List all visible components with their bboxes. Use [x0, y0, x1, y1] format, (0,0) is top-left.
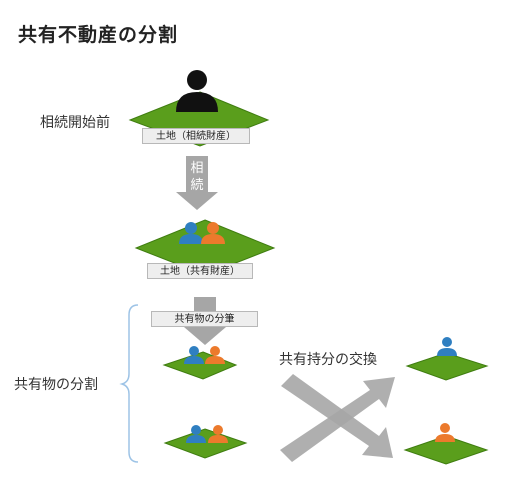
label-before-inheritance: 相続開始前: [40, 115, 110, 131]
person-blue-icon: [184, 346, 204, 364]
inheritance-arrow-char-1: 相: [190, 161, 204, 176]
bracket: [119, 304, 139, 463]
label-exchange: 共有持分の交換: [279, 352, 377, 368]
page-title: 共有不動産の分割: [18, 24, 179, 46]
exchange-arrows: [280, 374, 395, 462]
land-label-inherited: 土地（相続財産）: [142, 128, 250, 144]
land-parcel-blue-owner: [405, 352, 489, 381]
land-parcel-divided-1: [162, 351, 238, 380]
label-division-of-shared: 共有物の分割: [14, 377, 98, 393]
person-blue-icon: [179, 222, 203, 244]
person-orange-icon: [205, 346, 225, 364]
inheritance-arrow-char-2: 続: [190, 178, 204, 193]
person-blue-icon: [437, 337, 457, 356]
land-parcel-divided-2: [163, 428, 248, 459]
inheritance-arrow: [176, 156, 218, 210]
land-label-shared: 土地（共有財産）: [147, 263, 253, 279]
person-blue-icon: [186, 425, 206, 443]
land-parcel-orange-owner: [403, 435, 489, 465]
person-owner-icon: [176, 70, 218, 112]
person-orange-icon: [201, 222, 225, 244]
person-orange-icon: [208, 425, 228, 443]
land-label-division-plan: 共有物の分筆: [151, 311, 258, 327]
person-orange-icon: [435, 423, 455, 442]
